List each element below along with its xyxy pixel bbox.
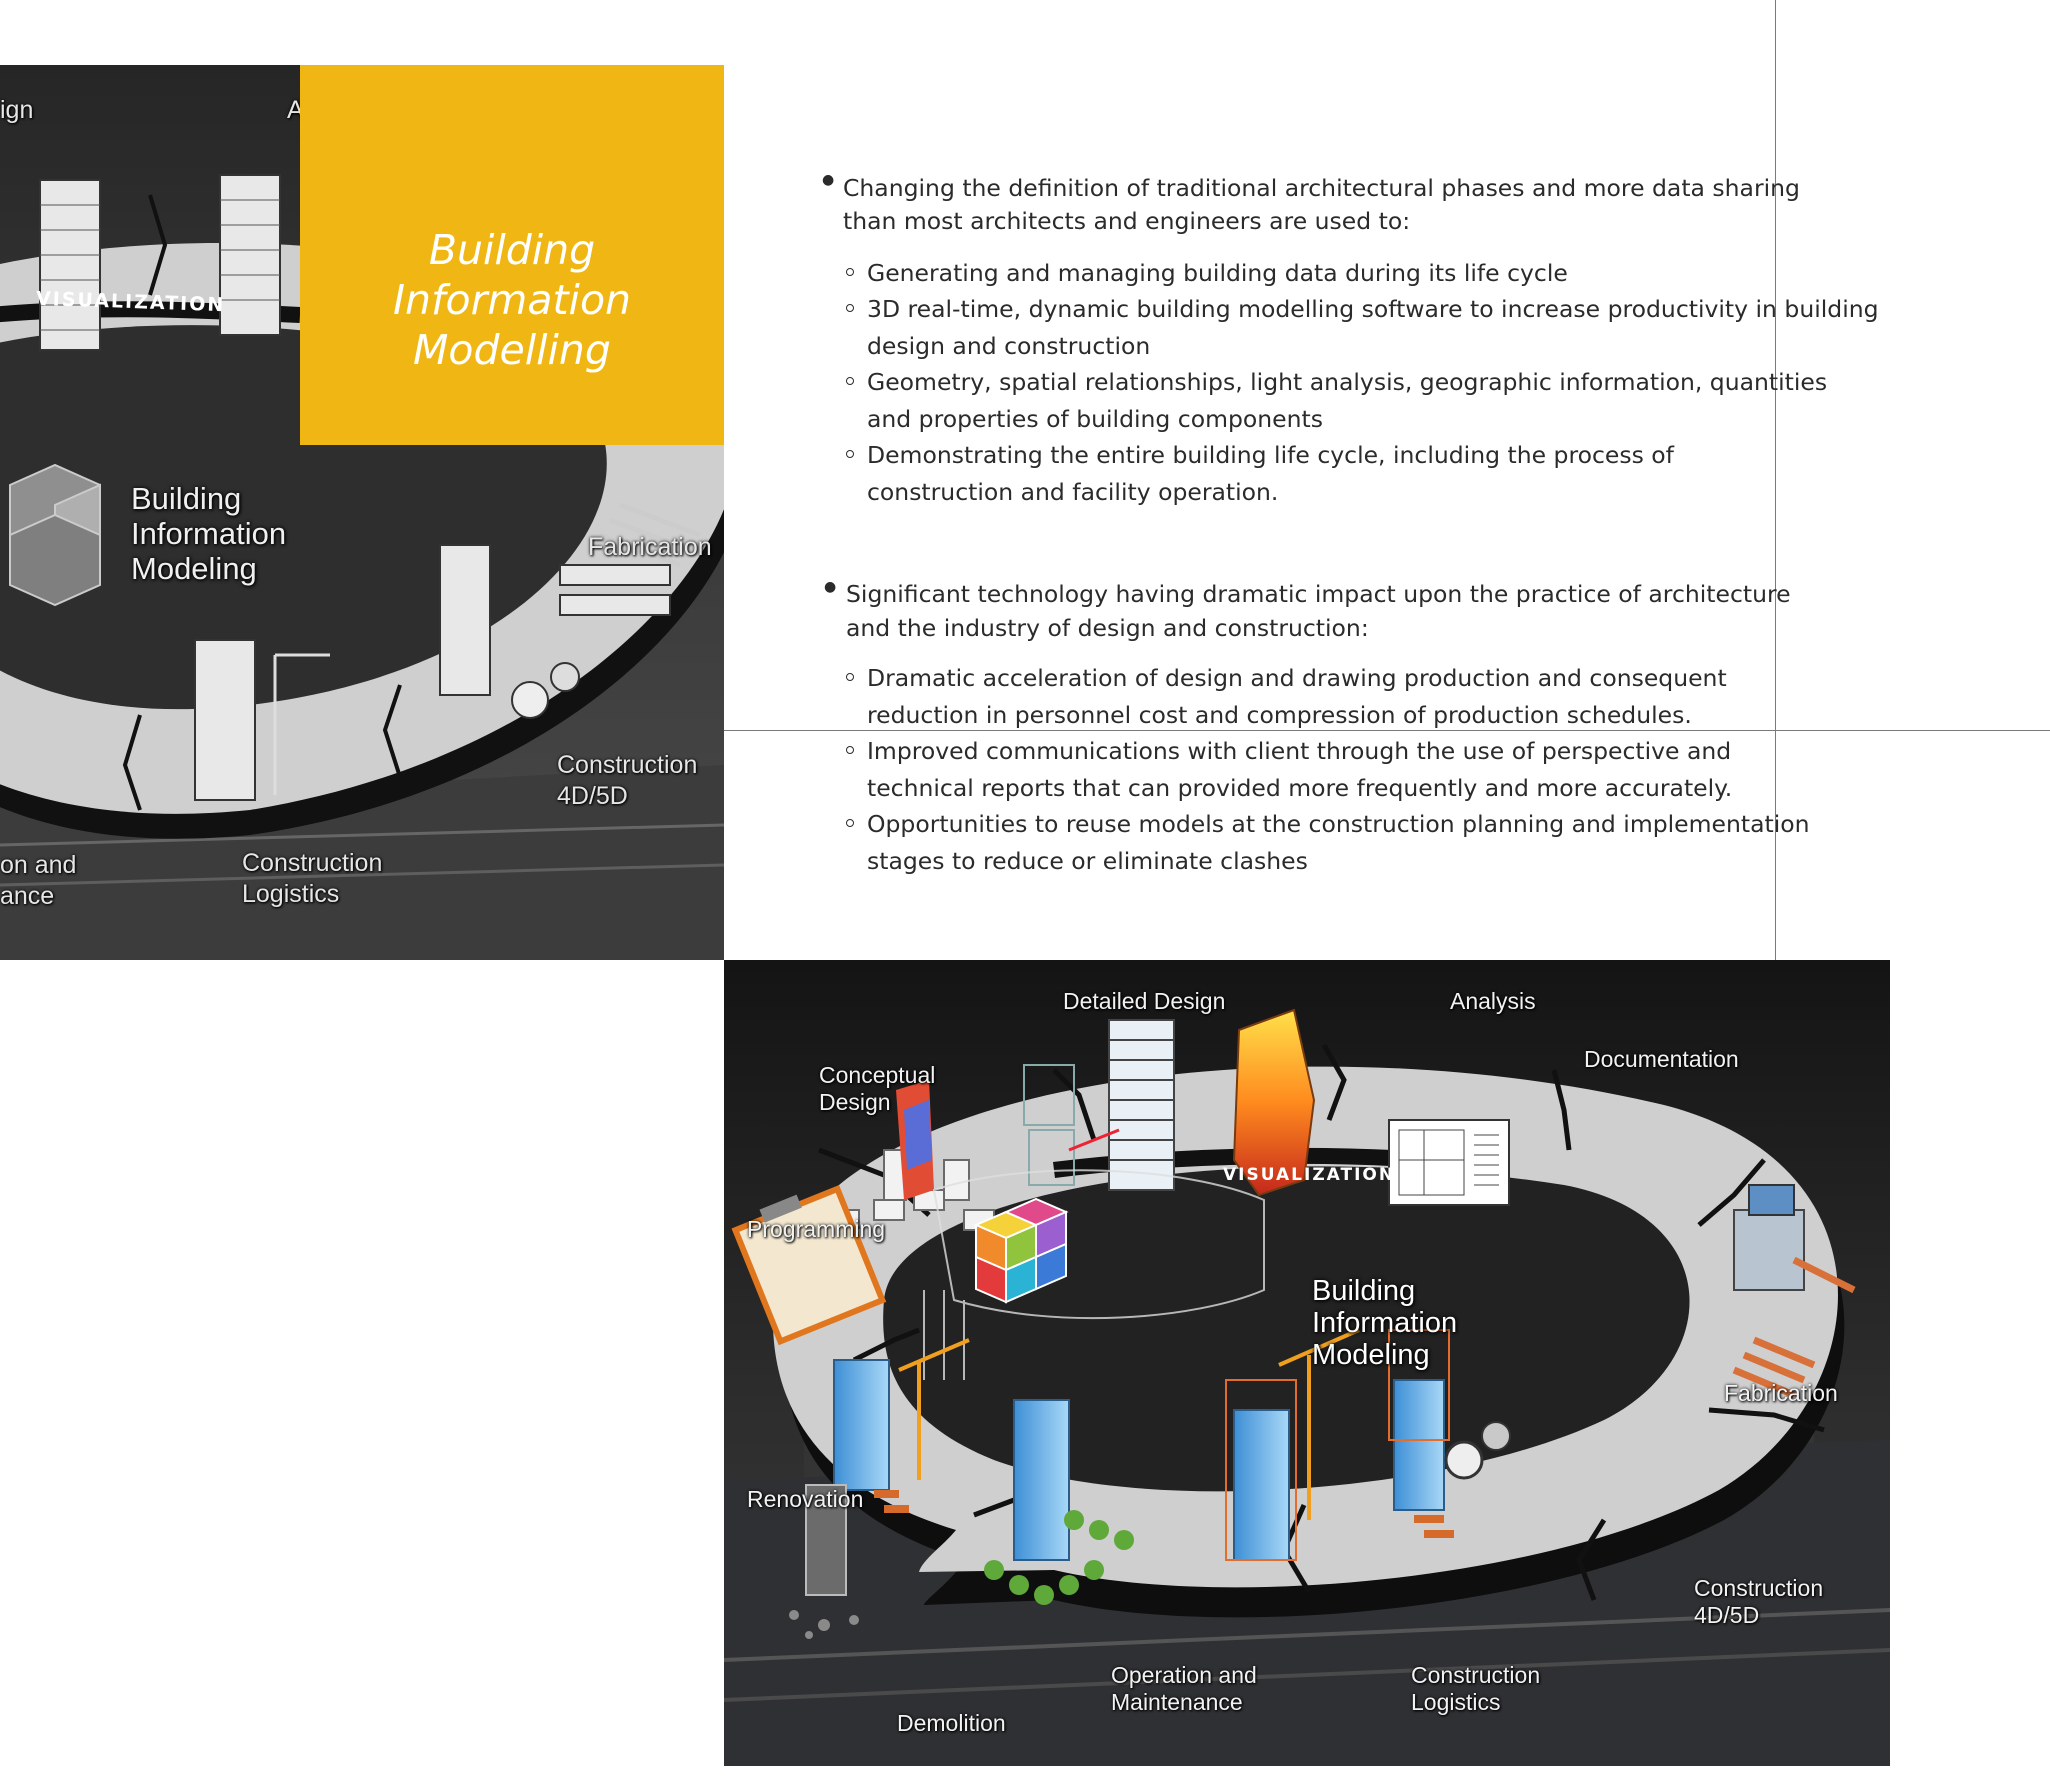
section1-item1-line1: Generating and managing building data du… [867,259,1568,287]
sub-bullet-circle [846,304,854,312]
section1-item2-line1: 3D real-time, dynamic building modelling… [867,295,1879,323]
label-operation-maintenance: Operation and Maintenance [1111,1662,1257,1715]
section1-lead-line1: Changing the definition of traditional a… [843,174,1800,202]
title-line3: Modelling [413,326,611,374]
section1-item3-line1: Geometry, spatial relationships, light a… [867,368,1828,396]
section1-item3-line2: and properties of building components [867,405,1323,433]
section1-item4-line2: construction and facility operation. [867,478,1279,506]
label-construction-logistics: Construction Logistics [1411,1662,1541,1715]
section2-item3-line1: Opportunities to reuse models at the con… [867,810,1810,838]
section2-item1-line1: Dramatic acceleration of design and draw… [867,664,1727,692]
gray-design-fragment: ign [0,96,34,124]
section1-item4-line1: Demonstrating the entire building life c… [867,441,1674,469]
gray-fabrication-label: Fabrication [588,533,712,561]
section1-lead-line2: than most architects and engineers are u… [843,207,1411,235]
gray-construction-4d-label: Construction 4D/5D [557,751,698,810]
label-fabrication: Fabrication [1724,1380,1838,1406]
gray-bim-line2: Information [131,516,287,551]
title-line2: Information [392,276,632,324]
label-programming: Programming [747,1216,886,1242]
label-detailed-design: Detailed Design [1063,988,1226,1014]
label-conceptual-design: Conceptual Design [819,1062,936,1115]
label-visualization: VISUALIZATION [1223,1165,1396,1185]
gray-logistics-label: Construction Logistics [242,849,383,908]
color-bim-diagram: Detailed Design Analysis Documentation C… [724,960,1890,1766]
gray-operation-fragment: on and ance [0,851,77,910]
gray-bim-line1: Building [131,481,242,516]
bullet-dot: ● [824,579,837,595]
section2-item2-line1: Improved communications with client thro… [867,737,1732,765]
gray-analysis-fragment: A [287,96,304,124]
sub-bullet-circle [846,819,854,827]
sub-bullet-circle [846,673,854,681]
bim-line1: Building [1312,1275,1416,1307]
color-diagram-artwork [724,960,1890,1766]
bim-line2: Information [1312,1307,1458,1339]
sub-bullet-circle [846,450,854,458]
page-title: Building Information Modelling [300,225,724,375]
gray-bim-label: Building Information Modeling [131,481,286,586]
section2-lead-line1: Significant technology having dramatic i… [846,580,1791,608]
label-documentation: Documentation [1584,1046,1739,1072]
sub-bullet-circle [846,377,854,385]
title-box: Building Information Modelling [300,65,724,445]
sub-bullet-circle [846,268,854,276]
bim-center-label: Building Information Modeling [1312,1275,1457,1371]
vertical-guide-line [1775,0,1776,962]
label-demolition: Demolition [897,1710,1006,1736]
section2-item1-line2: reduction in personnel cost and compress… [867,701,1692,729]
title-line1: Building [428,226,596,274]
section2-lead-line2: and the industry of design and construct… [846,614,1369,642]
label-construction-4d-5d: Construction 4D/5D [1694,1575,1824,1628]
section1-item2-line2: design and construction [867,332,1151,360]
label-renovation: Renovation [747,1486,864,1512]
section2-item2-line2: technical reports that can provided more… [867,774,1733,802]
bim-line3: Modeling [1312,1339,1430,1371]
horizontal-guide-line [724,730,2050,731]
sub-bullet-circle [846,746,854,754]
bullet-dot: ● [822,172,835,188]
section2-item3-line2: stages to reduce or eliminate clashes [867,847,1308,875]
gray-bim-line3: Modeling [131,551,257,586]
label-analysis: Analysis [1450,988,1536,1014]
